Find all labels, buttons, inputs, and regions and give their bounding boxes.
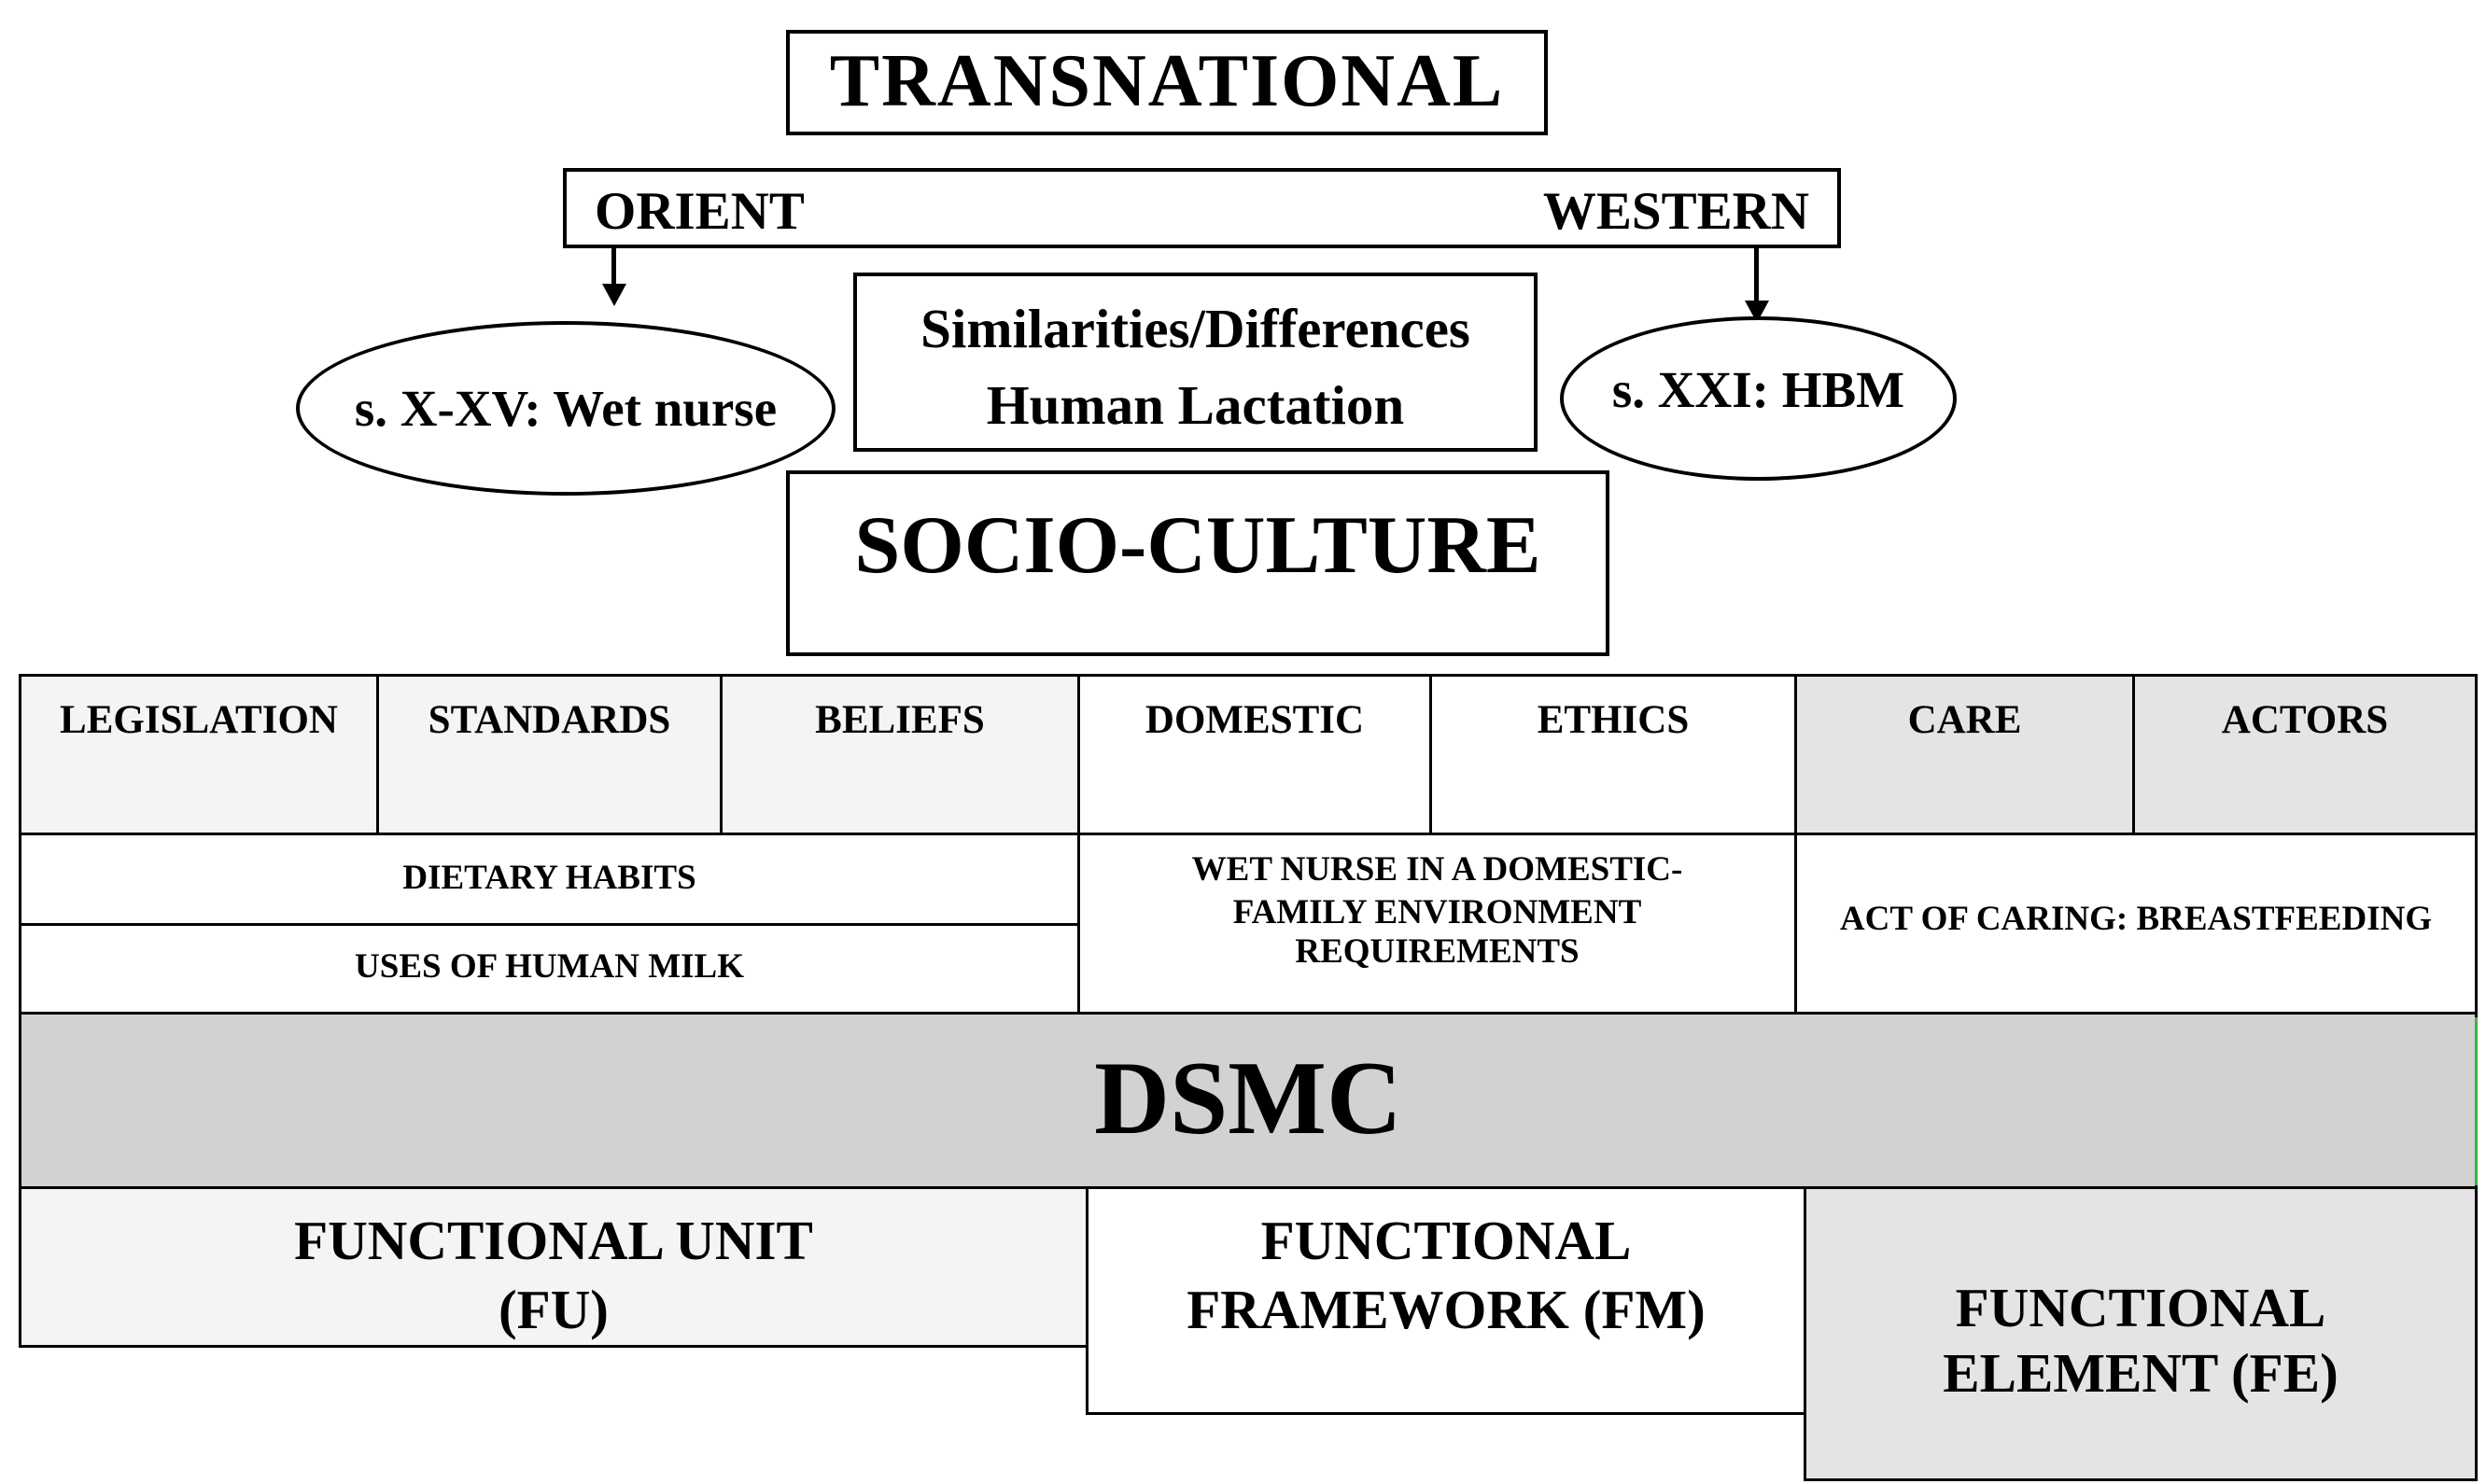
arrow-orient-head — [602, 284, 626, 306]
dsmc-band: DSMC — [19, 1012, 2478, 1189]
uses-of-human-milk-cell: USES OF HUMAN MILK — [19, 923, 1080, 1015]
dietary-habits-cell: DIETARY HABITS — [19, 833, 1080, 926]
wet-nurse-line3: REQUIREMENTS — [1295, 932, 1580, 971]
ellipse-wet-nurse: s. X-XV: Wet nurse — [296, 321, 836, 496]
transnational-label: TRANSNATIONAL — [829, 40, 1505, 122]
category-care-label: CARE — [1907, 698, 2022, 742]
functional-unit-line2: (FU) — [499, 1279, 609, 1340]
socio-culture-box: SOCIO-CULTURE — [786, 470, 1609, 656]
ellipse-hbm: s. XXI: HBM — [1560, 316, 1957, 481]
category-ethics: ETHICS — [1429, 674, 1797, 835]
similarities-box: Similarities/Differences Human Lactation — [853, 273, 1538, 452]
wet-nurse-line2: FAMILY ENVIRONMENT — [1232, 893, 1642, 931]
functional-element-box: FUNCTIONAL ELEMENT (FE) — [1804, 1186, 2478, 1481]
act-of-caring-cell: ACT OF CARING: BREASTFEEDING — [1794, 833, 2478, 1015]
category-legislation: LEGISLATION — [19, 674, 379, 835]
functional-framework-line2: FRAMEWORK (FM) — [1187, 1279, 1706, 1340]
category-ethics-label: ETHICS — [1537, 698, 1690, 742]
category-beliefs-label: BELIEFS — [815, 698, 985, 742]
category-care: CARE — [1794, 674, 2135, 835]
dietary-habits-label: DIETARY HABITS — [402, 859, 696, 897]
category-beliefs: BELIEFS — [720, 674, 1080, 835]
western-label: WESTERN — [1542, 182, 1809, 241]
category-standards-label: STANDARDS — [428, 698, 671, 742]
wet-nurse-cell: WET NURSE IN A DOMESTIC- FAMILY ENVIRONM… — [1077, 833, 1797, 1015]
wet-nurse-line1: WET NURSE IN A DOMESTIC- — [1191, 850, 1683, 889]
arrow-orient-line — [611, 248, 616, 286]
category-actors-label: ACTORS — [2221, 698, 2389, 742]
functional-framework-box: FUNCTIONAL FRAMEWORK (FM) — [1086, 1186, 1806, 1415]
similarities-line1: Similarities/Differences — [920, 298, 1470, 359]
arrow-western-line — [1754, 248, 1759, 308]
category-domestic: DOMESTIC — [1077, 674, 1432, 835]
functional-unit-line1: FUNCTIONAL UNIT — [294, 1210, 813, 1271]
functional-element-line1: FUNCTIONAL — [1955, 1277, 2326, 1338]
accent-edge-line — [2475, 1017, 2478, 1185]
uses-of-human-milk-label: USES OF HUMAN MILK — [355, 947, 744, 986]
category-legislation-label: LEGISLATION — [60, 698, 338, 742]
functional-framework-line1: FUNCTIONAL — [1260, 1210, 1632, 1271]
category-standards: STANDARDS — [376, 674, 723, 835]
orient-western-bar: ORIENT WESTERN — [563, 168, 1841, 248]
ellipse-hbm-label: s. XXI: HBM — [1611, 360, 1905, 418]
functional-unit-box: FUNCTIONAL UNIT (FU) — [19, 1186, 1089, 1348]
functional-element-line2: ELEMENT (FE) — [1943, 1342, 2339, 1404]
category-actors: ACTORS — [2132, 674, 2478, 835]
transnational-box: TRANSNATIONAL — [786, 30, 1548, 135]
act-of-caring-label: ACT OF CARING: BREASTFEEDING — [1839, 900, 2433, 938]
orient-label: ORIENT — [595, 182, 805, 241]
dsmc-label: DSMC — [1094, 1041, 1402, 1156]
socio-culture-label: SOCIO-CULTURE — [854, 500, 1541, 591]
ellipse-wet-nurse-label: s. X-XV: Wet nurse — [354, 380, 778, 437]
category-domestic-label: DOMESTIC — [1145, 698, 1365, 742]
similarities-line2: Human Lactation — [986, 374, 1405, 436]
